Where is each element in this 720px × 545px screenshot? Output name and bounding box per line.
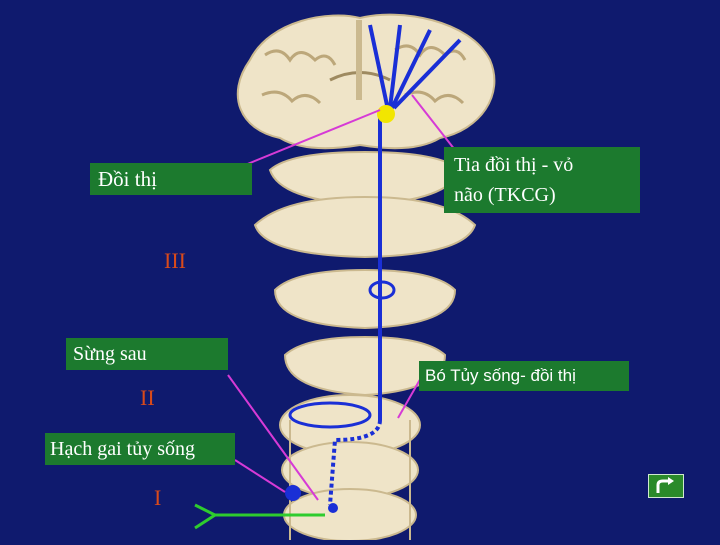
neuron-number-third: III [164, 248, 186, 273]
label-dorsal-horn-text: Sừng sau [73, 342, 147, 365]
brain-coronal-section [236, 13, 496, 150]
return-arrow-icon [656, 477, 674, 493]
label-thalamocortical-radiation: Tia đồi thị - vỏ não (TKCG) [444, 147, 640, 213]
label-thalamocortical-line1: Tia đồi thị - vỏ [454, 154, 574, 176]
label-spinothalamic-tract-text: Bó Tủy sống- đồi thị [425, 366, 576, 385]
label-thalamus: Đồi thị [90, 163, 252, 195]
label-dorsal-horn: Sừng sau [66, 338, 228, 370]
brainstem-sections [253, 150, 477, 397]
label-thalamus-text: Đồi thị [98, 166, 157, 191]
label-spinal-ganglion: Hạch gai tủy sống [45, 433, 235, 465]
label-spinothalamic-tract: Bó Tủy sống- đồi thị [419, 361, 629, 391]
neuron-number-second: II [140, 385, 155, 410]
ganglion-cell-marker [285, 485, 301, 501]
label-spinal-ganglion-text: Hạch gai tủy sống [50, 437, 195, 460]
return-button[interactable] [648, 474, 684, 498]
sensory-fiber [194, 503, 325, 530]
ascending-pathway [194, 24, 462, 530]
label-thalamocortical-line2: não (TKCG) [454, 184, 556, 206]
neuron-number-first: I [154, 485, 162, 510]
pointer-lines [227, 94, 456, 501]
thalamus-nucleus-marker [377, 105, 395, 123]
